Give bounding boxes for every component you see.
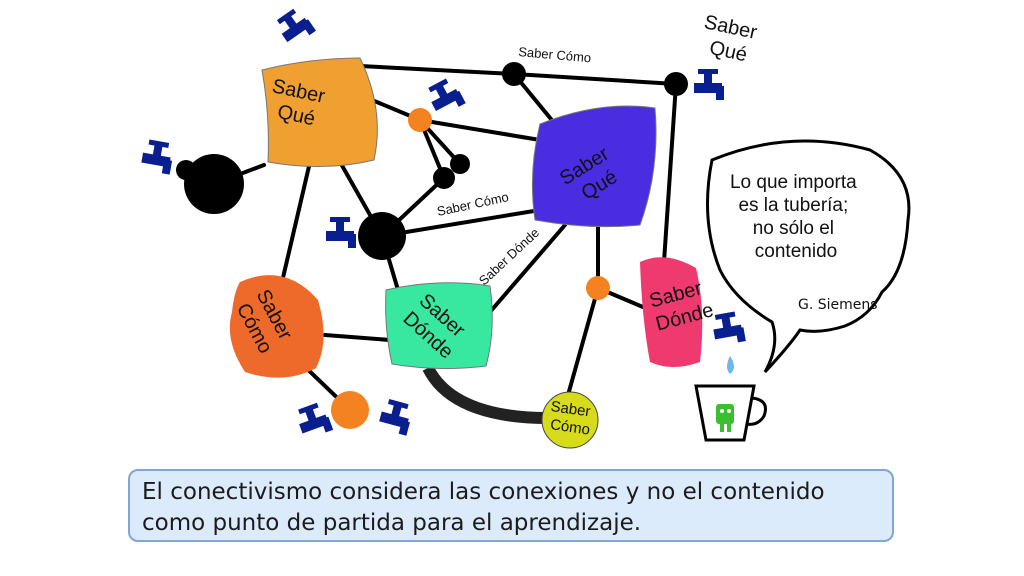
node-saber-donde-right[interactable] xyxy=(640,257,703,367)
caption-line-2: como punto de partida para el aprendizaj… xyxy=(142,510,642,536)
edge-label-top: Saber Cómo xyxy=(518,44,592,65)
faucet-icon xyxy=(326,217,356,248)
faucet-icon xyxy=(140,138,176,175)
edge-label-diagonal: Saber Dónde xyxy=(476,225,542,288)
label-saber-como-bottom-1: Saber xyxy=(550,398,592,420)
node-saber-como-bottom[interactable] xyxy=(541,391,599,449)
svg-text:Saber Cómo: Saber Cómo xyxy=(547,398,596,439)
thick-pipe xyxy=(422,365,549,424)
speech-bubble xyxy=(706,139,911,374)
node-saber-como-left[interactable] xyxy=(229,275,324,378)
edge-label-middle: Saber Cómo xyxy=(436,189,511,219)
svg-text:Saber Qué: Saber Qué xyxy=(697,11,764,68)
water-drop-icon xyxy=(727,356,734,374)
faucet-icon xyxy=(273,5,316,48)
node-saber-que-center[interactable] xyxy=(531,105,657,228)
faucet-icon xyxy=(377,398,415,436)
svg-text:Lo que importa es la tuber: Lo que importa es la tubería; no sólo el… xyxy=(730,172,862,262)
bubble-author: G. Siemens xyxy=(798,297,878,313)
caption-line-1: El conectivismo considera las conexiones… xyxy=(142,479,825,505)
node-saber-que-top-left[interactable] xyxy=(261,57,378,168)
faucet-icon xyxy=(424,75,466,118)
bubble-line-3: no sólo el xyxy=(753,218,834,239)
caption-box: El conectivismo considera las conexiones… xyxy=(128,469,894,542)
bubble-line-1: Lo que importa xyxy=(730,172,857,193)
label-saber-como-bottom-2: Cómo xyxy=(549,416,591,438)
faucet-icon xyxy=(710,310,746,347)
bubble-line-4: contenido xyxy=(755,241,837,262)
bubble-line-2: es la tubería; xyxy=(738,195,848,216)
faucet-icon xyxy=(694,69,724,100)
junction-dots xyxy=(176,62,688,429)
node-saber-donde-center[interactable] xyxy=(385,282,493,370)
cup-icon xyxy=(694,384,767,442)
faucet-icon xyxy=(294,400,334,441)
